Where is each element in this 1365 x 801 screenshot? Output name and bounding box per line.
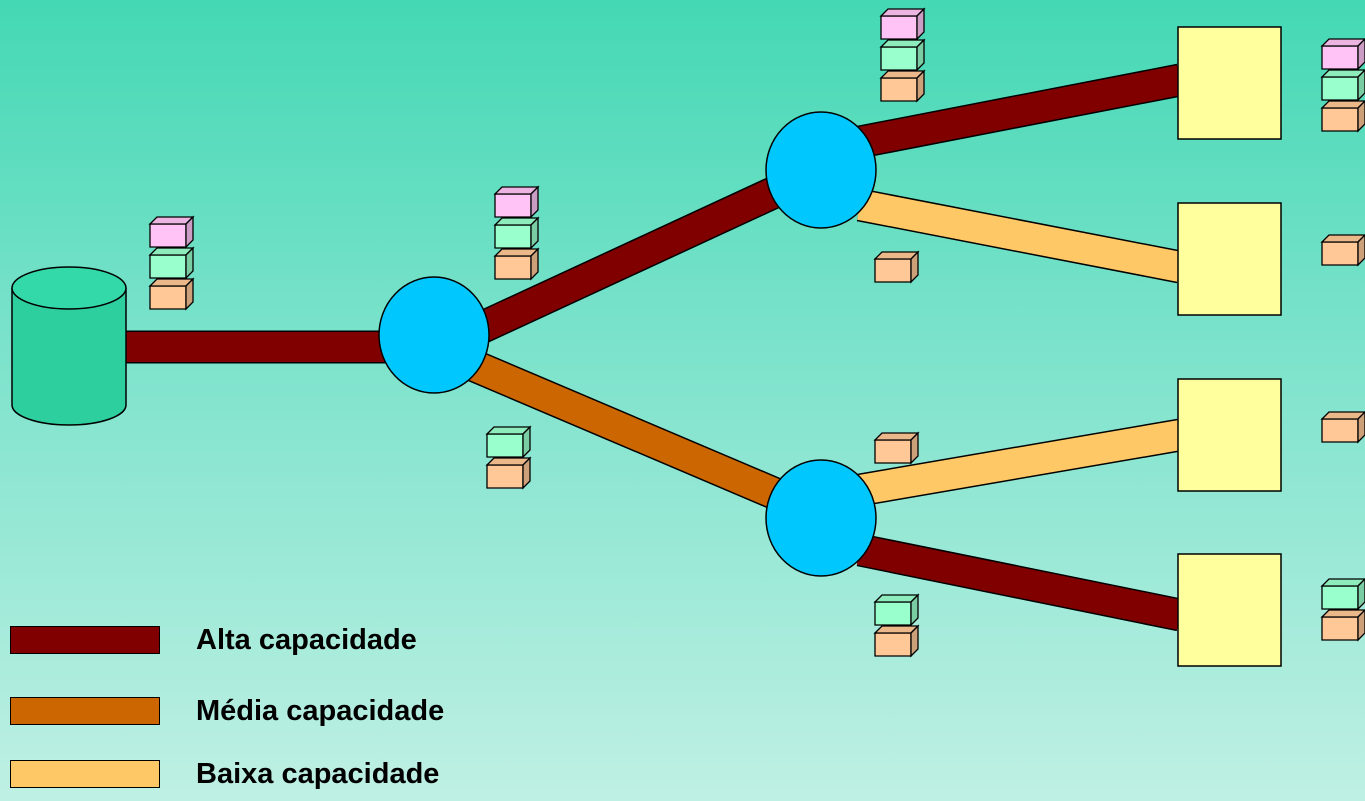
packet-cube-icon bbox=[148, 215, 195, 249]
packet-cube-icon bbox=[485, 425, 532, 459]
packet-cube-icon bbox=[879, 7, 926, 41]
client-square-icon bbox=[1177, 553, 1282, 667]
legend-swatch-low bbox=[10, 760, 160, 788]
legend-item-low: Baixa capacidade bbox=[10, 758, 439, 790]
packet-cube-icon bbox=[493, 247, 540, 281]
packet-face bbox=[874, 439, 912, 464]
packet-cube-icon bbox=[1320, 100, 1365, 133]
packet-face bbox=[1320, 100, 1365, 109]
router-circle-icon bbox=[765, 111, 877, 229]
packet-cube-icon bbox=[1320, 609, 1365, 642]
packet-face bbox=[1320, 609, 1365, 618]
packet-cube-icon bbox=[1320, 234, 1365, 267]
legend-label-medium: Média capacidade bbox=[196, 694, 445, 727]
packet-face bbox=[1320, 234, 1365, 243]
packet-face bbox=[1321, 418, 1359, 443]
packet-face bbox=[149, 254, 187, 279]
packet-face bbox=[486, 433, 524, 458]
packet-stacks bbox=[148, 7, 1365, 658]
link-router1-router3-fill bbox=[464, 350, 796, 514]
packet-face bbox=[874, 632, 912, 657]
packet-cube-icon bbox=[873, 431, 920, 465]
packet-face bbox=[149, 285, 187, 310]
packet-face bbox=[1320, 411, 1365, 420]
packet-face bbox=[1320, 69, 1365, 78]
packet-face bbox=[910, 250, 919, 284]
legend-label-low: Baixa capacidade bbox=[196, 757, 440, 790]
packet-face bbox=[149, 223, 187, 248]
client-square-icon bbox=[1177, 202, 1282, 316]
packet-face bbox=[1357, 100, 1365, 133]
packet-face bbox=[916, 7, 925, 41]
packet-face bbox=[530, 247, 539, 281]
packet-face bbox=[494, 224, 532, 249]
packet-face bbox=[1321, 241, 1359, 266]
packet-face bbox=[522, 456, 531, 490]
packet-cube-icon bbox=[1320, 578, 1365, 611]
packet-face bbox=[880, 77, 918, 102]
router-circle-icon bbox=[765, 459, 877, 577]
packet-face bbox=[486, 464, 524, 489]
packet-face bbox=[1321, 45, 1359, 70]
legend-swatch-high bbox=[10, 626, 160, 654]
packet-face bbox=[185, 215, 194, 249]
packet-face bbox=[1357, 234, 1365, 267]
packet-face bbox=[910, 431, 919, 465]
packet-cube-icon bbox=[493, 216, 540, 250]
packet-cube-icon bbox=[1320, 411, 1365, 444]
packet-cube-icon bbox=[485, 456, 532, 490]
legend-item-medium: Média capacidade bbox=[10, 695, 444, 727]
packet-face bbox=[1321, 585, 1359, 610]
client-square-icon bbox=[1177, 378, 1282, 492]
link-router3-client4-fill bbox=[857, 535, 1183, 630]
packet-face bbox=[880, 46, 918, 71]
packet-cube-icon bbox=[1320, 69, 1365, 102]
packet-face bbox=[1321, 76, 1359, 101]
link-router2-client1-fill bbox=[857, 65, 1183, 157]
packet-face bbox=[1321, 616, 1359, 641]
packet-face bbox=[916, 69, 925, 103]
packet-cube-icon bbox=[879, 69, 926, 103]
client-square-icon bbox=[1177, 26, 1282, 140]
packet-cube-icon bbox=[873, 624, 920, 658]
packet-face bbox=[1357, 609, 1365, 642]
packet-cube-icon bbox=[148, 246, 195, 280]
links bbox=[120, 63, 1184, 632]
packet-cube-icon bbox=[1320, 38, 1365, 71]
packet-cube-icon bbox=[148, 277, 195, 311]
link-router1-router2-fill bbox=[463, 171, 797, 347]
packet-face bbox=[1357, 411, 1365, 444]
packet-face bbox=[530, 185, 539, 219]
packet-face bbox=[494, 255, 532, 280]
packet-cube-icon bbox=[879, 38, 926, 72]
packet-cube-icon bbox=[873, 593, 920, 627]
packet-cube-icon bbox=[493, 185, 540, 219]
packet-face bbox=[1321, 107, 1359, 132]
packet-face bbox=[494, 193, 532, 218]
legend-swatch-medium bbox=[10, 697, 160, 725]
packet-face bbox=[1357, 38, 1365, 71]
packet-face bbox=[1320, 578, 1365, 587]
packet-face bbox=[910, 624, 919, 658]
legend-item-high: Alta capacidade bbox=[10, 624, 417, 656]
packet-face bbox=[530, 216, 539, 250]
router-circle-icon bbox=[378, 276, 490, 394]
database-cylinder-icon bbox=[11, 266, 127, 426]
packet-face bbox=[910, 593, 919, 627]
link-router2-client2-fill bbox=[857, 190, 1183, 282]
legend-label-high: Alta capacidade bbox=[196, 623, 417, 656]
packet-face bbox=[874, 601, 912, 626]
packet-face bbox=[916, 38, 925, 72]
link-router3-client3-fill bbox=[857, 420, 1183, 505]
packet-face bbox=[185, 246, 194, 280]
packet-face bbox=[1320, 38, 1365, 47]
packet-face bbox=[185, 277, 194, 311]
packet-face bbox=[1357, 578, 1365, 611]
packet-face bbox=[1357, 69, 1365, 102]
packet-cube-icon bbox=[873, 250, 920, 284]
packet-face bbox=[880, 15, 918, 40]
packet-face bbox=[522, 425, 531, 459]
packet-face bbox=[874, 258, 912, 283]
